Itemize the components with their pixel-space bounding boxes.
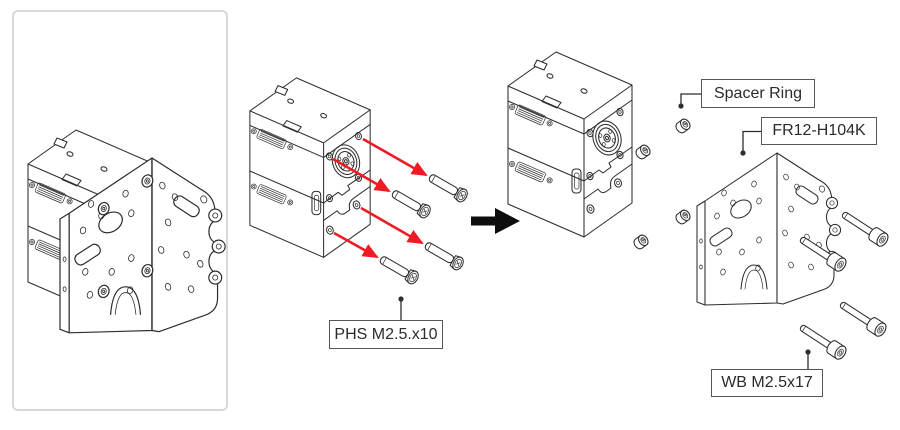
bracket-attachment-step-drawing	[508, 52, 891, 369]
phs-screw-drawing	[389, 186, 433, 221]
bracket-drawing	[696, 152, 842, 306]
insertion-arrow	[360, 206, 424, 245]
servo-drawing	[508, 52, 632, 237]
callout-wb-bolt-label: WB M2.5x17	[711, 369, 823, 397]
callout-spacer-ring-label: Spacer Ring	[701, 79, 815, 108]
callout-bracket-label: FR12-H104K	[761, 117, 877, 145]
wb-bolt-drawing	[836, 297, 889, 339]
spacer-ring-drawing	[633, 142, 653, 162]
screw-insertion-step-drawing	[250, 78, 470, 320]
callout-leader-spacer	[678, 93, 701, 109]
phs-screw-drawing	[377, 252, 421, 287]
callout-leader-wb	[805, 349, 811, 369]
insertion-arrow	[333, 231, 379, 259]
servo-drawing	[250, 78, 371, 257]
insertion-arrow	[332, 157, 391, 193]
insertion-arrow	[362, 137, 428, 177]
wb-bolt-drawing	[838, 207, 891, 249]
callout-phs-screw-label: PHS M2.5.x10	[329, 320, 443, 349]
assembled-unit-drawing	[28, 130, 226, 334]
result-preview-panel	[12, 10, 228, 411]
callout-leader-phs	[398, 296, 404, 320]
phs-screw-drawing	[422, 238, 466, 273]
spacer-ring-drawing	[631, 232, 651, 252]
wb-bolt-drawing	[796, 320, 849, 362]
phs-screw-drawing	[426, 170, 470, 205]
spacer-ring-drawing	[673, 116, 693, 136]
next-step-arrow-icon	[471, 208, 520, 234]
callout-leader-bracket	[740, 130, 761, 156]
spacer-ring-drawing	[673, 207, 693, 227]
